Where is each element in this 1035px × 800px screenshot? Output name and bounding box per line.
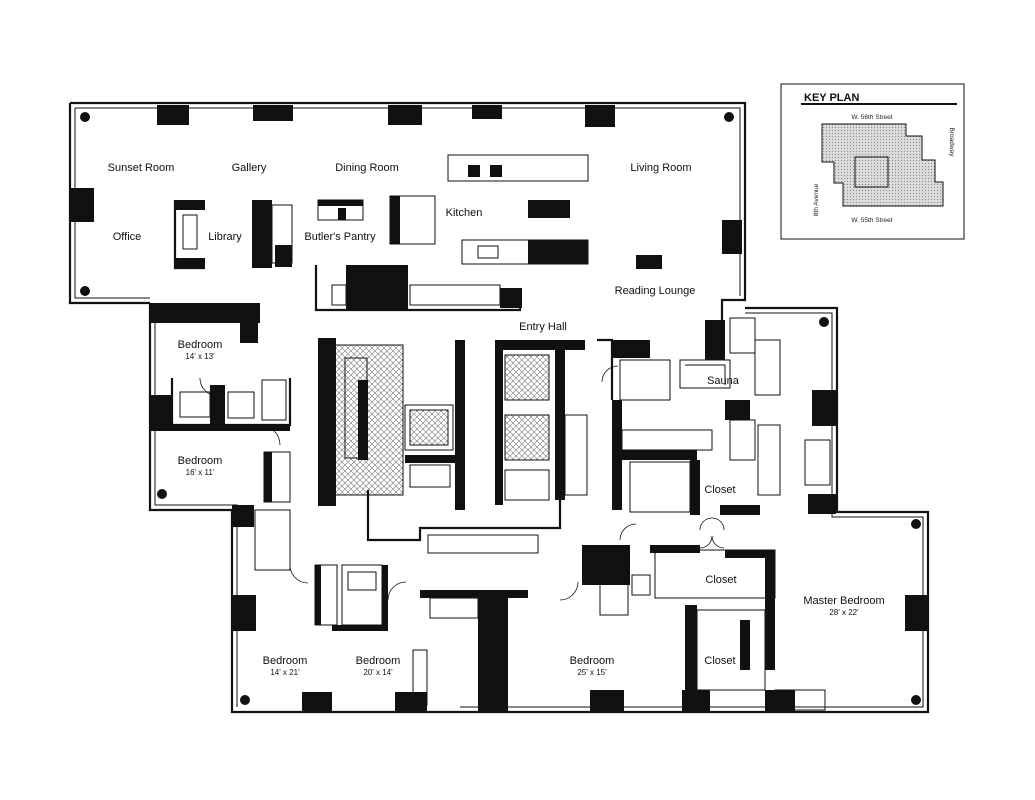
room-label-butlers-pantry: Butler's Pantry <box>304 231 376 243</box>
room-label-kitchen: Kitchen <box>446 207 483 219</box>
room-size-bedroom-5: 25' x 15' <box>577 668 607 677</box>
room-label-master-bedroom: Master Bedroom <box>803 595 884 607</box>
key-plan: KEY PLAN W. 56th Street W. 55th Street 8… <box>780 83 965 240</box>
room-size-bedroom-2: 16' x 11' <box>186 468 215 477</box>
street-west: 8th Avenue <box>813 183 820 216</box>
top-wing-interior <box>173 154 662 312</box>
room-label-library: Library <box>208 231 242 243</box>
room-label-bedroom-1: Bedroom <box>178 339 223 351</box>
room-label-closet-3: Closet <box>704 655 735 667</box>
room-label-bedroom-4: Bedroom <box>356 655 401 667</box>
room-label-closet-1: Closet <box>704 484 735 496</box>
room-label-entry-hall: Entry Hall <box>519 321 567 333</box>
room-label-dining-room: Dining Room <box>335 162 399 174</box>
room-label-living-room: Living Room <box>630 162 691 174</box>
room-label-bedroom-5: Bedroom <box>570 655 615 667</box>
room-label-closet-2: Closet <box>705 574 736 586</box>
left-bedroom-interior <box>150 303 309 584</box>
street-south: W. 55th Street <box>851 217 892 224</box>
key-plan-title: KEY PLAN <box>804 92 859 104</box>
street-north: W. 56th Street <box>851 114 892 121</box>
room-label-sauna: Sauna <box>707 375 740 387</box>
key-plan-core <box>854 156 889 188</box>
room-size-bedroom-1: 14' x 13' <box>185 352 215 361</box>
room-size-master-bedroom: 28' x 22' <box>829 608 859 617</box>
master-suite-interior <box>597 317 831 711</box>
room-label-sunset-room: Sunset Room <box>108 162 175 174</box>
room-label-bedroom-2: Bedroom <box>178 455 223 467</box>
room-label-bedroom-3: Bedroom <box>263 655 308 667</box>
room-size-bedroom-3: 14' x 21' <box>270 668 300 677</box>
room-size-bedroom-4: 20' x 14' <box>363 668 393 677</box>
room-labels: Sunset Room Gallery Dining Room Living Room… <box>108 162 885 677</box>
bottom-bedroom-interior <box>314 545 651 708</box>
room-label-gallery: Gallery <box>232 162 267 174</box>
street-east: Broadway <box>948 128 955 158</box>
room-label-office: Office <box>113 231 142 243</box>
central-core <box>318 338 588 598</box>
room-label-reading-lounge: Reading Lounge <box>615 285 696 297</box>
